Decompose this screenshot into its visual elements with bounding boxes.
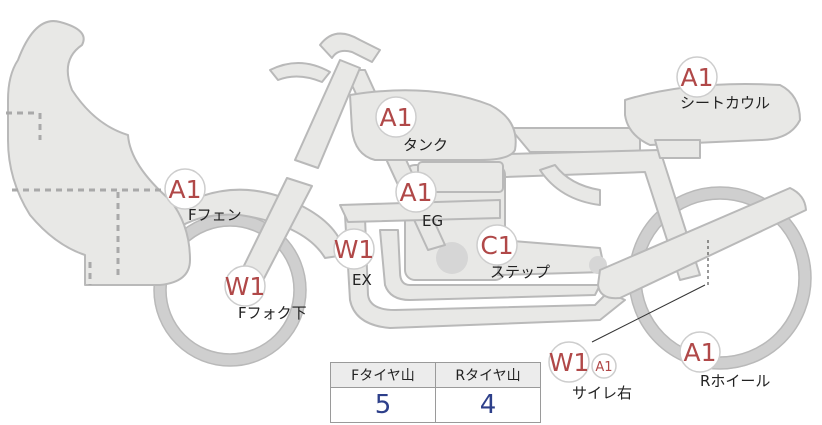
f-fender-label: Fフェン (188, 206, 242, 224)
f-fender-grade: A1 (168, 175, 201, 204)
ex-grade: W1 (334, 235, 375, 264)
front-tread-value: 5 (330, 387, 436, 423)
eg-badge (395, 171, 437, 213)
f-fender-badge (164, 168, 206, 210)
f-fork-badge (224, 265, 266, 307)
muffler-grade-small: A1 (595, 360, 612, 375)
seat-cowl-label: シートカウル (680, 94, 770, 112)
eg-label: EG (422, 212, 443, 230)
front-wheel (153, 213, 307, 367)
muffler-badge (548, 341, 590, 383)
front-fairing-shape (7, 20, 191, 286)
front-tread-header: Fタイヤ山 (330, 362, 436, 388)
seat-cowl-badge (676, 56, 718, 98)
tank-label: タンク (403, 136, 448, 154)
step-label: ステップ (490, 263, 550, 281)
f-fork-grade: W1 (225, 272, 266, 301)
eg-grade: A1 (399, 178, 432, 207)
muffler-shape (597, 187, 807, 300)
r-wheel-grade: A1 (683, 338, 716, 367)
muffler-badge-small (591, 353, 617, 379)
muffler-label: サイレ右 (572, 384, 632, 402)
tank-badge (375, 96, 417, 138)
tank-grade: A1 (379, 103, 412, 132)
step-badge (476, 224, 518, 266)
ex-badge (333, 228, 375, 270)
muffler-grade: W1 (549, 348, 590, 377)
tire-tread-table: Fタイヤ山 Rタイヤ山 5 4 (330, 362, 541, 423)
step-grade: C1 (480, 231, 513, 260)
f-fork-label: Fフォク下 (238, 304, 307, 322)
seat-cowl-grade: A1 (680, 63, 713, 92)
ex-label: EX (352, 271, 372, 289)
rear-tread-value: 4 (435, 387, 541, 423)
r-wheel-badge (679, 331, 721, 373)
r-wheel-label: Rホイール (700, 372, 770, 390)
rear-tread-header: Rタイヤ山 (435, 362, 541, 388)
